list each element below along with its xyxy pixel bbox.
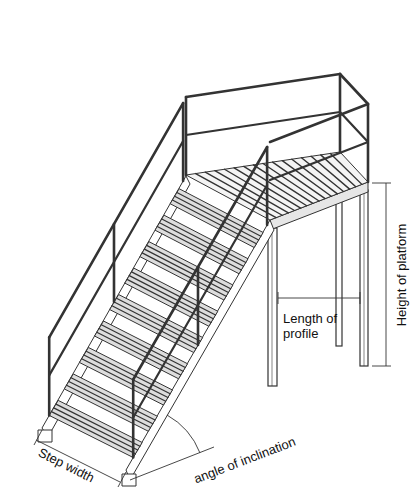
deck-grating [263,164,319,202]
platform-leg [268,228,277,386]
handrail [340,74,368,104]
dimension-label: angle of inclination [192,435,298,488]
deck-grating [330,153,362,184]
leg-groove [364,190,365,366]
stringer-foot [38,430,52,442]
deck-grating [302,158,344,192]
deck-grating [273,162,326,199]
extension-line [118,472,126,487]
handrail [49,103,183,337]
dimension-lines [34,183,391,487]
dimension-line [278,298,360,299]
dimension-line [386,183,387,366]
platform-leg [360,190,368,366]
handrail [133,147,267,380]
extension-line [372,183,391,184]
handrail [186,74,340,97]
extension-line [34,430,42,445]
knee-rail [133,185,267,418]
dimension-tick [278,292,279,304]
knee-rail [340,112,368,142]
dimension-label: Length of profile [283,312,357,342]
deck-grating [321,155,356,187]
extension-line [372,366,391,367]
angle-arc [167,415,200,453]
knee-rail [49,141,183,375]
dimension-label: Height of platform [395,224,410,327]
leg-groove [272,228,273,386]
handrail [270,104,368,142]
knee-rail [270,142,368,180]
dimension-tick [360,292,361,304]
